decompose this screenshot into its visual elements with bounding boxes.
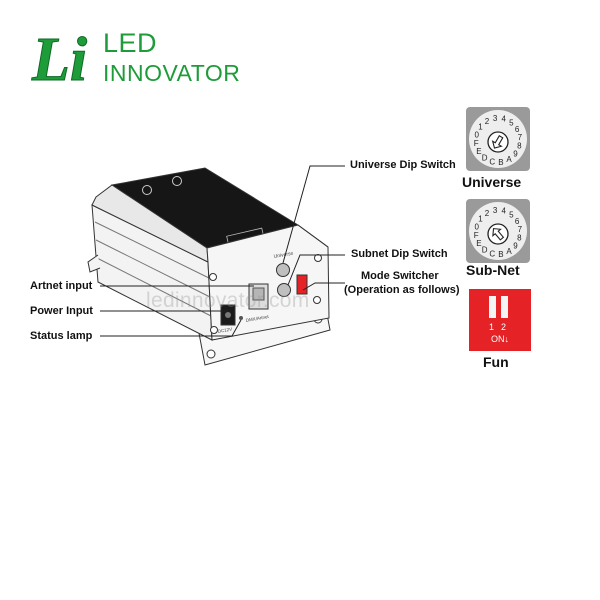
subnet-label: Sub-Net <box>466 262 520 278</box>
leader-universe <box>282 165 345 264</box>
fun-number-1: 1 <box>489 322 495 332</box>
dial-digit: 0 <box>474 130 479 139</box>
dial-digit: 7 <box>518 225 523 234</box>
fun-on-label: ON↓ <box>491 334 509 344</box>
dial-digit: 0 <box>474 222 479 231</box>
callout-status-lamp: Status lamp <box>30 330 93 342</box>
front-bevel <box>297 224 329 248</box>
status-lamp-dot <box>239 316 243 320</box>
callout-artnet-input: Artnet input <box>30 280 93 292</box>
front-screw <box>314 254 322 262</box>
device-foot <box>87 254 101 273</box>
callout-power-input: Power Input <box>30 305 93 317</box>
front-rotary-subnet <box>277 283 291 297</box>
top-icon <box>142 185 152 195</box>
callout-mode-operation: (Operation as follows) <box>344 284 460 296</box>
dial-digit: A <box>506 247 512 256</box>
dial-digit: 9 <box>513 241 518 250</box>
dial-digit: 6 <box>515 217 520 226</box>
dial-digit: 7 <box>518 133 523 142</box>
universe-label: Universe <box>462 174 522 190</box>
logo-innovator-text: INNOVATOR <box>103 60 241 86</box>
dip-switch-icon <box>489 296 496 318</box>
dial-digit: 6 <box>515 125 520 134</box>
callout-universe-dip: Universe Dip Switch <box>350 159 456 171</box>
dial-digit: E <box>476 147 481 156</box>
dial-digit: 5 <box>509 211 514 220</box>
dial-digit: D <box>482 246 488 255</box>
front-screw <box>313 296 321 304</box>
plate-hole <box>206 349 216 359</box>
side-groove <box>95 239 211 298</box>
leader-subnet <box>287 254 345 286</box>
rj45-inner <box>252 287 265 301</box>
side-groove <box>96 257 212 317</box>
fun-number-2: 2 <box>501 322 507 332</box>
dial-digit: E <box>476 239 481 248</box>
dial-digit: 2 <box>485 209 490 218</box>
dial-digit: 3 <box>493 206 498 215</box>
top-icon <box>172 176 182 186</box>
front-dc-label: DC12V <box>217 327 232 334</box>
dial-digit: 4 <box>501 115 506 124</box>
dip-switch-icon <box>501 296 508 318</box>
dial-digit: F <box>474 231 479 240</box>
dial-digit: 5 <box>509 119 514 128</box>
dial-digit: B <box>498 158 503 167</box>
leader-mode <box>302 282 345 291</box>
dial-digit: 3 <box>493 114 498 123</box>
callout-subnet-dip: Subnet Dip Switch <box>351 248 448 260</box>
callout-mode-switcher: Mode Switcher <box>361 270 439 282</box>
watermark: ledinnovator.com <box>146 289 310 312</box>
dc-jack-hole <box>225 312 231 318</box>
dial-digit: 4 <box>501 207 506 216</box>
side-groove <box>94 221 210 279</box>
dial-digit: 8 <box>517 234 522 243</box>
dial-digit: 2 <box>485 117 490 126</box>
dial-digit: 1 <box>478 123 483 132</box>
logo-mark-text: Li <box>31 26 87 86</box>
dial-digit: C <box>489 249 495 258</box>
front-port-label: DMX/Artnet <box>245 314 270 323</box>
dial-digit: 8 <box>517 142 522 151</box>
front-mode-switch <box>296 274 308 295</box>
leader-status <box>100 319 242 337</box>
front-panel-label: Universe <box>273 251 294 260</box>
fun-label: Fun <box>483 354 509 370</box>
front-screw <box>209 273 217 281</box>
logo-mark: Li <box>31 26 88 87</box>
logo-led-text: LED <box>103 28 158 58</box>
dial-digit: F <box>474 139 479 148</box>
dial-digit: D <box>482 154 488 163</box>
fun-dip-switch: 1 2 ON↓ <box>469 289 531 351</box>
dial-digit: C <box>489 157 495 166</box>
dial-digit: 9 <box>513 149 518 158</box>
front-screw <box>210 326 218 334</box>
dial-digit: 1 <box>478 215 483 224</box>
dial-digit: A <box>506 155 512 164</box>
front-rotary-universe <box>276 263 290 277</box>
dial-digit: B <box>498 250 503 259</box>
